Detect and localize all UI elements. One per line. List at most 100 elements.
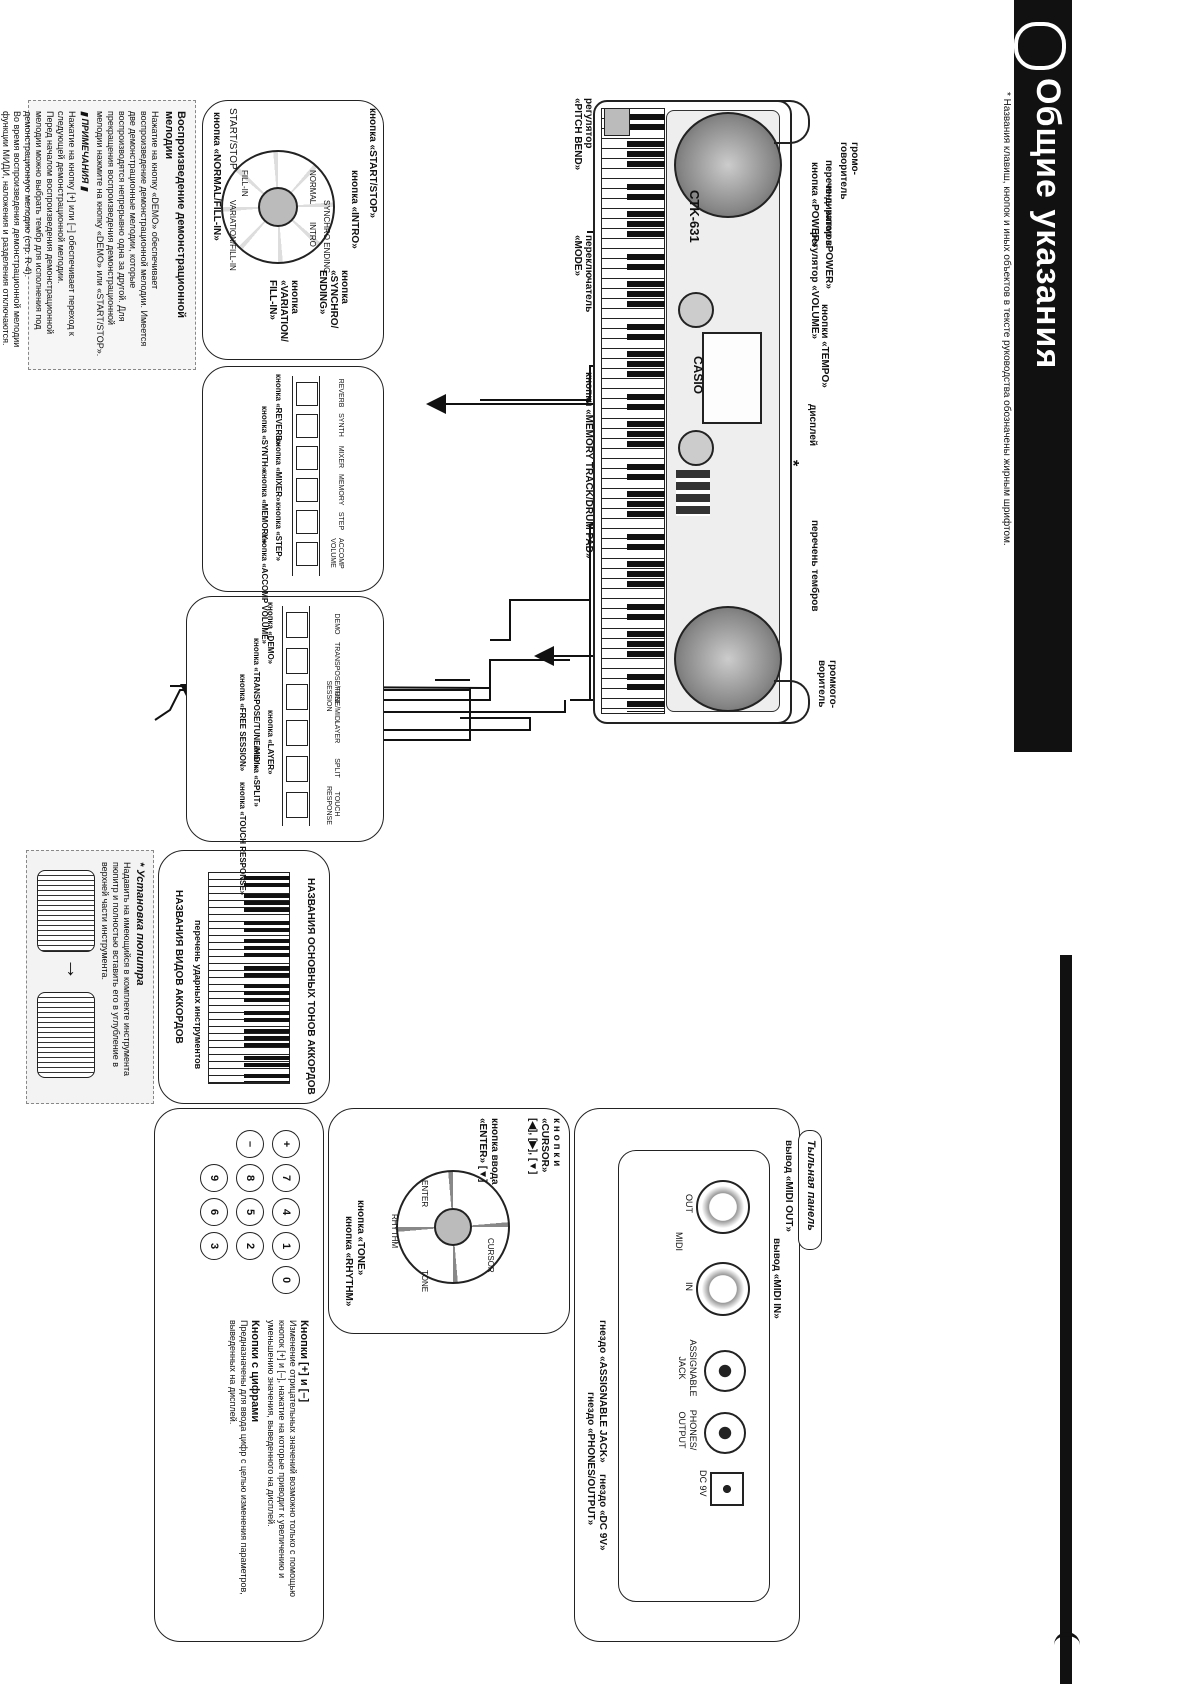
- function-button-label: кнопка «MIXER»: [274, 438, 283, 502]
- function-panel-button: [296, 510, 318, 534]
- numbers-text-2: Предназначены для ввода цифр с целью изм…: [228, 1320, 249, 1595]
- callout-asterisk: *: [784, 460, 801, 467]
- cursor-wheel-center: [434, 1208, 472, 1246]
- rhythm-panel-normal: NORMAL: [308, 170, 317, 205]
- number-key: 1: [272, 1232, 300, 1260]
- demo-panel-button: [286, 756, 308, 782]
- function-button-label: кнопка «STEP»: [274, 502, 283, 562]
- box-demo-text: Воспроизведение демонстрационной мелодии…: [1, 100, 196, 370]
- callout-tone-list: перечень тембров: [809, 520, 820, 612]
- demo-note-1: Нажатие на кнопку [+] или [–] обеспечива…: [56, 111, 77, 336]
- rhythm-label: кнопка «RHYTHM»: [343, 1216, 354, 1307]
- stand-text: Надавить на имеющийся в комплекте инстру…: [100, 862, 132, 1076]
- number-key: 2: [236, 1232, 264, 1260]
- cursor-dial-icon: [678, 430, 714, 466]
- phones-jack-icon: [704, 1412, 746, 1454]
- chords-bottom-label: НАЗВАНИЯ ВИДОВ АККОРДОВ: [173, 890, 184, 1044]
- function-panel-button: [296, 542, 318, 566]
- midi-out-jack-icon: [696, 1180, 750, 1234]
- rhythm-dial-icon: [678, 292, 714, 328]
- speaker-left-ear: [774, 100, 810, 144]
- demo-panel-button: [286, 612, 308, 638]
- demo-text-heading: Воспроизведение демонстрационной мелодии: [163, 111, 187, 319]
- label-dc: гнездо «DC 9V»: [597, 1474, 608, 1551]
- function-panel-button: [296, 382, 318, 406]
- cursor-panel-rhythm: RHYTHM: [390, 1214, 399, 1249]
- number-key: 6: [200, 1198, 228, 1226]
- number-key: 0: [272, 1266, 300, 1294]
- demo-notes-heading: ▮ ПРИМЕЧАНИЯ ▮: [80, 111, 90, 191]
- number-key: +: [272, 1130, 300, 1158]
- stand-heading: * Установка пюпитра: [134, 862, 146, 986]
- model-name: CTK-631: [687, 190, 702, 243]
- jack-assignable: ASSIGNABLE JACK: [677, 1339, 698, 1397]
- demo-button-label: кнопка «FREE SESSION»: [238, 674, 247, 772]
- rhythm-label-variation: кнопка «VARIATION/ FILL-IN»: [267, 280, 300, 342]
- demo-panel-label: FREE SESSION: [325, 680, 340, 712]
- chord-keyboard-black: [244, 872, 290, 1082]
- rhythm-label-normal: кнопка «NORMAL/FILL-IN»: [211, 112, 222, 241]
- demo-panel-button: [286, 684, 308, 710]
- rhythm-label-start-stop: кнопка «START/STOP»: [367, 108, 378, 219]
- function-panel-button: [296, 478, 318, 502]
- numbers-heading-2: Кнопки с цифрами: [249, 1320, 261, 1423]
- demo-panel-label: DEMO: [333, 613, 340, 635]
- rhythm-label-start-stop-bottom: START/STOP: [227, 108, 238, 170]
- demo-button-label: кнопка «DEMO»: [266, 602, 275, 665]
- demo-text-body: Нажатие на кнопку «DEMO» обеспечивает во…: [95, 111, 160, 357]
- stand-keyboard-icon-2: [37, 992, 95, 1078]
- speaker-right-ear: [774, 680, 810, 724]
- dc-jack-icon: [710, 1472, 744, 1506]
- number-key: 8: [236, 1164, 264, 1192]
- assignable-jack-icon: [704, 1350, 746, 1392]
- rhythm-panel-variation: VARIATION/FILL-IN: [228, 200, 237, 271]
- callout-tempo: кнопки «TEMPO»: [819, 304, 830, 388]
- function-panel-label: STEP: [337, 511, 344, 531]
- function-panel-label: MEMORY: [337, 474, 344, 506]
- lcd-display: [702, 332, 762, 424]
- demo-panel-label: LAYER: [333, 720, 340, 744]
- stand-keyboard-icon-1: [37, 870, 95, 952]
- rhythm-wheel-center: [258, 187, 298, 227]
- function-button-label: кнопка «MEMORY»: [260, 470, 269, 544]
- number-key: 7: [272, 1164, 300, 1192]
- numbers-text-1: Изменение отрицательных значений возможн…: [266, 1320, 298, 1597]
- tone-label: кнопка «TONE»: [355, 1200, 366, 1276]
- function-button-label: кнопка «SYNTH»: [260, 406, 269, 472]
- brand-logo: CASIO: [691, 356, 705, 395]
- midi-in-jack-icon: [696, 1262, 750, 1316]
- function-panel-label: ACCOMP VOLUME: [329, 538, 344, 569]
- keyboard-numpad: [676, 470, 710, 516]
- demo-panel-button: [286, 792, 308, 818]
- chords-top-label: НАЗВАНИЯ ОСНОВНЫХ ТОНОВ АККОРДОВ: [305, 878, 316, 1095]
- callout-speaker-right: громкого- воритель: [816, 660, 838, 709]
- callout-mode: переключатель «MODE»: [572, 235, 594, 313]
- callout-power-indicator: индикатор «POWER»: [823, 185, 834, 289]
- rhythm-label-synchro: кнопка «SYNCHRO/ ENDING»: [317, 270, 350, 329]
- demo-panel-label: SPLIT: [333, 758, 340, 778]
- rhythm-label-intro: кнопка «INTRO»: [349, 170, 360, 249]
- jack-phones: PHONES/ OUTPUT: [677, 1409, 698, 1451]
- jack-dc: DC 9V: [698, 1470, 708, 1497]
- number-key: 5: [236, 1198, 264, 1226]
- jack-in: IN: [684, 1282, 694, 1291]
- callout-speaker-left: громо- говоритель: [838, 142, 860, 200]
- numbers-heading-1: Кнопки [+] и [–]: [298, 1320, 310, 1403]
- callout-display: дисплей: [807, 404, 818, 447]
- stand-arrow-icon: →: [62, 958, 87, 980]
- cursor-label: к н о п к и «CURSOR» [◀], [▶], [▼]: [527, 1118, 562, 1175]
- demo-note-2: Перед началом воспроизведения демонстрац…: [23, 111, 55, 335]
- label-phones: гнездо «PHONES/OUTPUT»: [585, 1392, 596, 1526]
- function-button-label: кнопка «REVERB»: [274, 374, 283, 446]
- keybed-black-keys: [627, 108, 665, 712]
- function-panel-button: [296, 414, 318, 438]
- demo-panel-button: [286, 720, 308, 746]
- jack-out: OUT: [684, 1194, 694, 1213]
- numbers-text: Кнопки [+] и [–] Изменение отрицательных…: [227, 1320, 310, 1620]
- function-panel-label: REVERB: [337, 378, 344, 408]
- cursor-panel-tone: TONE: [420, 1270, 429, 1293]
- rhythm-panel-fillin: FILL-IN: [240, 170, 249, 197]
- rhythm-panel-synchro: SYNCHRO ENDING: [322, 200, 331, 274]
- function-panel-label: MIXER: [337, 445, 344, 469]
- number-key: –: [236, 1130, 264, 1158]
